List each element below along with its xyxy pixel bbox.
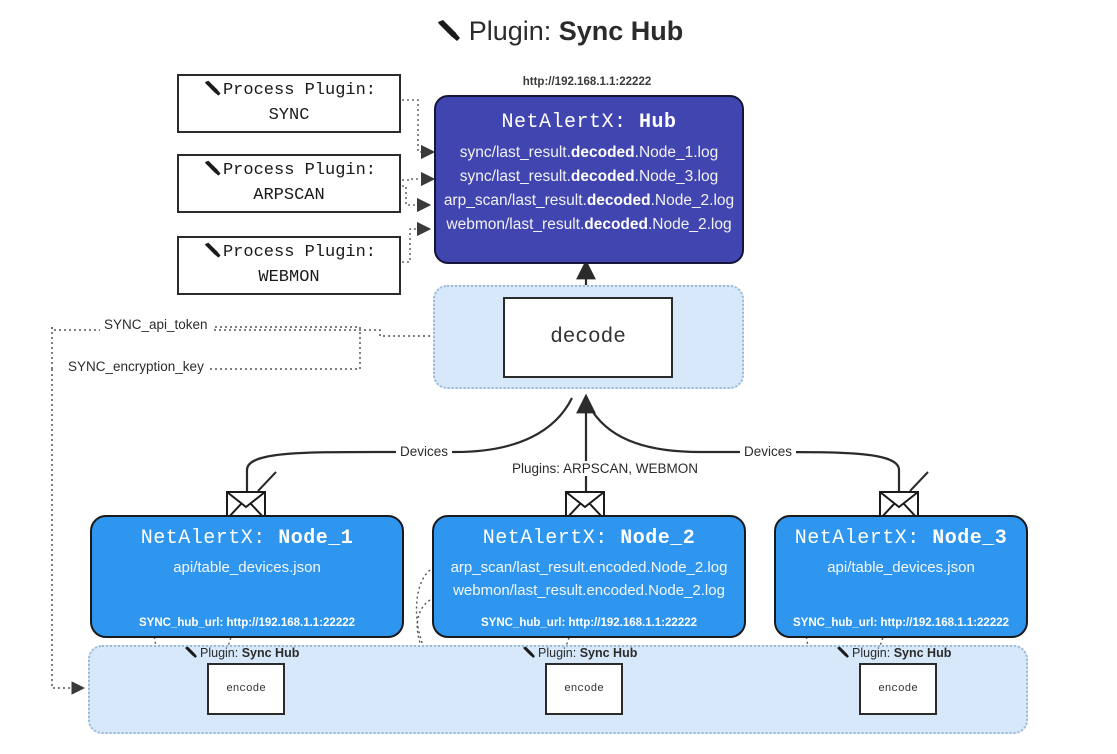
process-plugin-label: Process Plugin:: [222, 81, 377, 101]
node-title-name: Node_2: [620, 527, 696, 550]
hub-title: NetAlertX: Hub: [436, 111, 742, 134]
page-title-prefix: Plugin:: [468, 16, 559, 46]
plug-icon: [202, 160, 222, 185]
log-mid: decoded: [586, 192, 651, 210]
node-title-prefix: NetAlertX:: [140, 527, 279, 550]
node-line: api/table_devices.json: [827, 559, 975, 576]
encode-label: encode: [878, 683, 918, 695]
node-title: NetAlertX: Node_2: [434, 527, 744, 550]
hub-url-label: http://192.168.1.1:22222: [522, 76, 652, 88]
log-post: .Node_2.log: [650, 192, 735, 210]
node-line: webmon/last_result.encoded.Node_2.log: [453, 581, 725, 599]
sync-api-token-label: SYNC_api_token: [100, 317, 212, 332]
encoder-plugin-label-2: Plugin: Sync Hub: [521, 646, 637, 662]
node-line-list: arp_scan/last_result.encoded.Node_2.log …: [434, 557, 744, 602]
node-line: arp_scan/last_result.encoded.Node_2.log: [450, 559, 728, 576]
hub-title-prefix: NetAlertX:: [501, 111, 639, 134]
log-mid: decoded: [584, 216, 648, 234]
node-line-list: api/table_devices.json: [776, 557, 1026, 580]
node-title-name: Node_3: [932, 527, 1008, 550]
process-plugin-label: Process Plugin:: [222, 161, 377, 181]
node-line: api/table_devices.json: [173, 559, 321, 576]
node-1[interactable]: NetAlertX: Node_1 api/table_devices.json…: [90, 515, 404, 638]
envelope-icon: [565, 491, 605, 520]
process-plugin-webmon-box[interactable]: Process Plugin: WEBMON: [177, 236, 401, 295]
encode-label: encode: [564, 683, 604, 695]
encoder-plugin-label-1: Plugin: Sync Hub: [183, 646, 299, 662]
encode-label: encode: [226, 683, 266, 695]
page-title: Plugin: Sync Hub: [0, 16, 1117, 50]
plug-icon: [835, 646, 850, 662]
log-pre: sync/last_result.: [459, 144, 571, 161]
encoder-label-prefix: Plugin:: [538, 646, 580, 660]
plug-icon: [202, 242, 222, 267]
decode-label: decode: [550, 326, 626, 349]
node-title: NetAlertX: Node_3: [776, 527, 1026, 550]
node-hub-url: SYNC_hub_url: http://192.168.1.1:22222: [138, 617, 356, 629]
edge-label-devices-left: Devices: [396, 444, 453, 459]
node-line-list: api/table_devices.json: [92, 557, 402, 580]
encode-box-2[interactable]: encode: [545, 663, 623, 715]
log-pre: webmon/last_result.: [446, 216, 585, 234]
encoder-label-name: Sync Hub: [241, 646, 300, 660]
process-plugin-sync-box[interactable]: Process Plugin: SYNC: [177, 74, 401, 133]
plug-icon: [202, 80, 222, 105]
log-mid: decoded: [570, 144, 635, 161]
log-pre: sync/last_result.: [459, 168, 571, 186]
page-title-name: Sync Hub: [558, 16, 684, 46]
encoder-label-name: Sync Hub: [579, 646, 638, 660]
node-hub-url: SYNC_hub_url: http://192.168.1.1:22222: [792, 617, 1010, 629]
hub-node[interactable]: NetAlertX: Hub sync/last_result.decoded.…: [434, 95, 744, 264]
node-3[interactable]: NetAlertX: Node_3 api/table_devices.json…: [774, 515, 1028, 638]
hub-title-name: Hub: [639, 111, 677, 134]
edge-label-devices-right: Devices: [740, 444, 797, 459]
encoder-label-name: Sync Hub: [893, 646, 952, 660]
hub-log-line: arp_scan/last_result.decoded.Node_2.log: [436, 189, 742, 213]
encoder-label-prefix: Plugin:: [200, 646, 242, 660]
envelope-icon: [879, 491, 919, 520]
node-title-prefix: NetAlertX:: [482, 527, 621, 550]
sync-encryption-key-label: SYNC_encryption_key: [64, 359, 208, 374]
process-plugin-name: WEBMON: [258, 268, 320, 287]
hub-log-list: sync/last_result.decoded.Node_1.log sync…: [436, 141, 742, 237]
envelope-icon: [226, 491, 266, 520]
process-plugin-label: Process Plugin:: [222, 243, 377, 263]
process-plugin-name: SYNC: [268, 106, 310, 125]
plug-icon: [521, 646, 536, 662]
hub-log-line: sync/last_result.decoded.Node_3.log: [436, 165, 742, 189]
hub-log-line: sync/last_result.decoded.Node_1.log: [436, 141, 742, 165]
process-plugin-name: ARPSCAN: [253, 186, 325, 205]
log-mid: decoded: [570, 168, 635, 186]
node-title-prefix: NetAlertX:: [794, 527, 933, 550]
decode-box[interactable]: decode: [503, 297, 673, 378]
log-pre: arp_scan/last_result.: [443, 192, 587, 210]
node-title: NetAlertX: Node_1: [92, 527, 402, 550]
log-post: .Node_3.log: [634, 168, 719, 186]
encoder-label-prefix: Plugin:: [852, 646, 894, 660]
log-post: .Node_2.log: [647, 216, 732, 234]
encoder-plugin-label-3: Plugin: Sync Hub: [835, 646, 951, 662]
plug-icon: [183, 646, 198, 662]
process-plugin-arpscan-box[interactable]: Process Plugin: ARPSCAN: [177, 154, 401, 213]
node-title-name: Node_1: [278, 527, 354, 550]
log-post: .Node_1.log: [634, 144, 719, 161]
encode-box-1[interactable]: encode: [207, 663, 285, 715]
plug-icon: [434, 19, 462, 50]
hub-log-line: webmon/last_result.decoded.Node_2.log: [436, 213, 742, 237]
edge-label-plugins: Plugins: ARPSCAN, WEBMON: [508, 461, 703, 476]
encode-box-3[interactable]: encode: [859, 663, 937, 715]
node-2[interactable]: NetAlertX: Node_2 arp_scan/last_result.e…: [432, 515, 746, 638]
node-hub-url: SYNC_hub_url: http://192.168.1.1:22222: [480, 617, 698, 629]
